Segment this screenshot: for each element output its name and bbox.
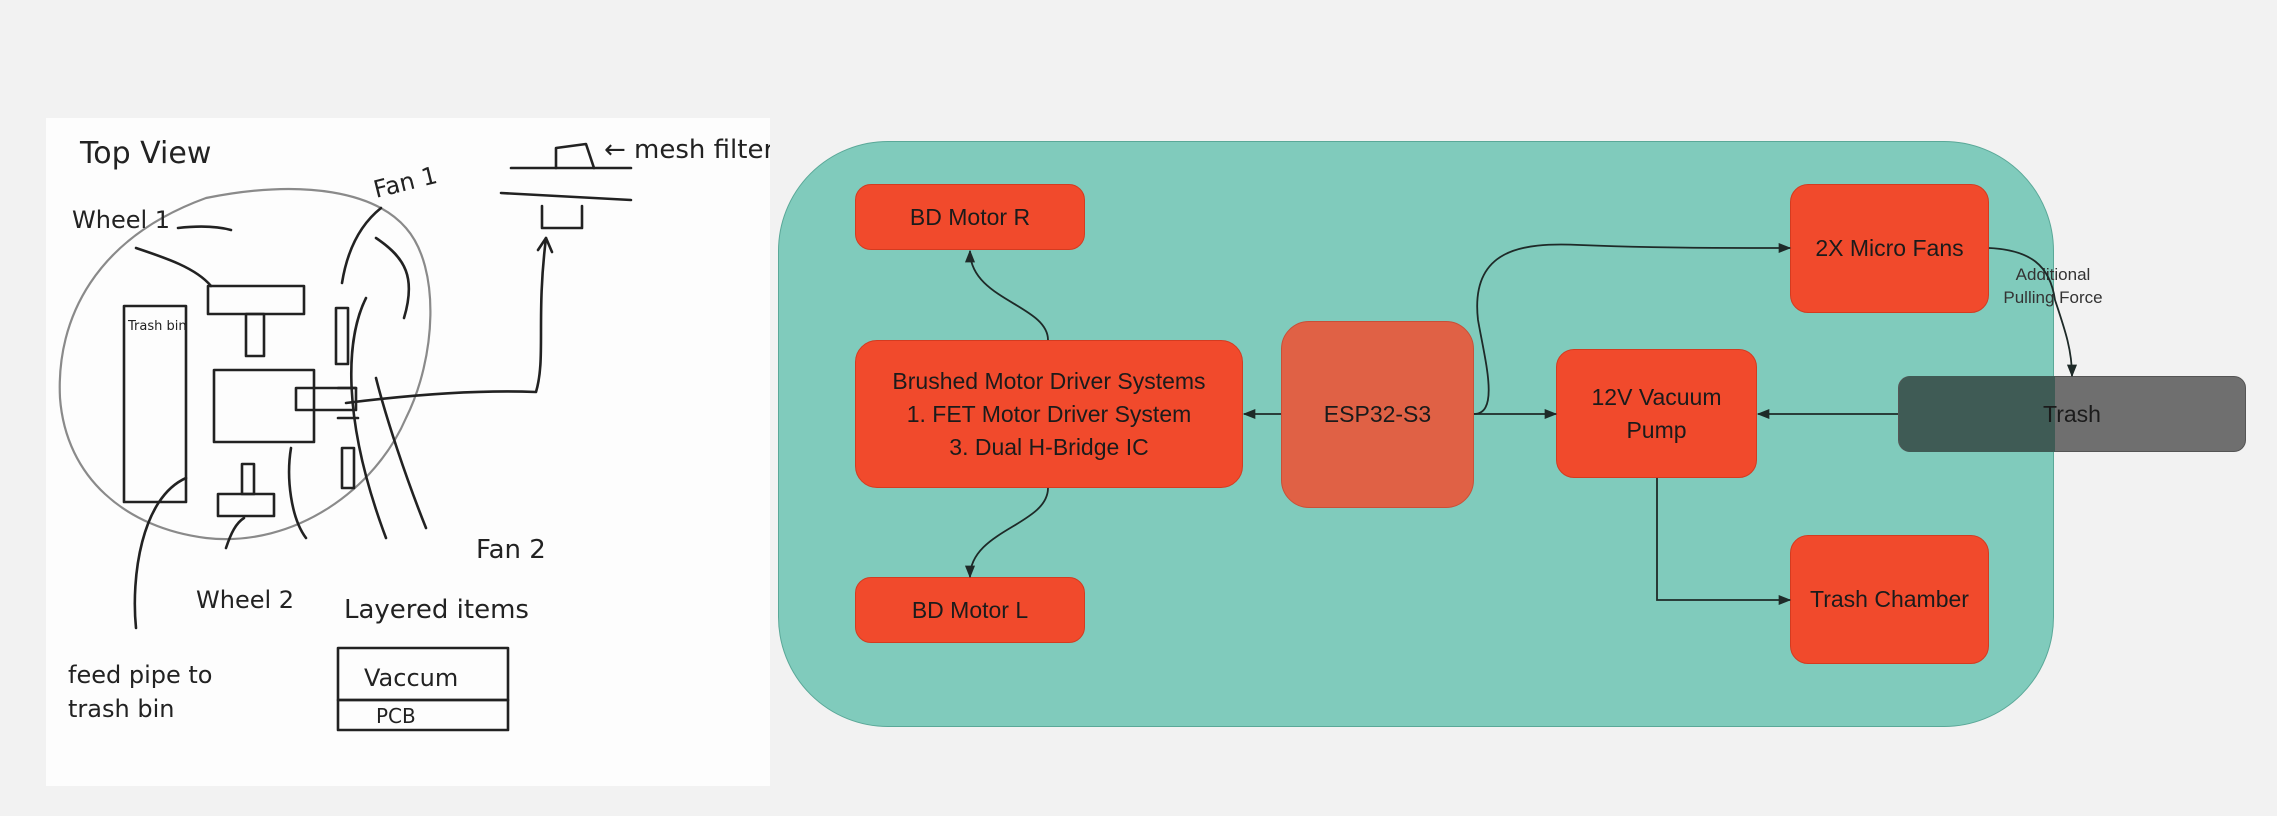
vacuum-pump-node[interactable]: 12V Vacuum Pump	[1556, 349, 1757, 478]
sketch-drawing: Top View Wheel 1 Trash bin Fan 1 ← mesh …	[58, 135, 770, 732]
sketch-feed-pipe-label: feed pipe to trash bin	[68, 661, 220, 723]
pulling-force-label: Additional Pulling Force	[2003, 265, 2103, 307]
sketch-trash-bin-label: Trash bin	[127, 319, 187, 334]
sketch-feed-pipe-line1: feed pipe to	[68, 661, 212, 689]
sketch-title: Top View	[79, 136, 211, 171]
micro-fans-node[interactable]: 2X Micro Fans	[1790, 184, 1989, 313]
sketch-mesh-filter-label: ← mesh filter	[604, 135, 770, 165]
sketch-pcb-label: PCB	[376, 704, 416, 728]
bd-motor-l-node[interactable]: BD Motor L	[855, 577, 1085, 643]
motor-driver-node[interactable]: Brushed Motor Driver Systems 1. FET Moto…	[855, 340, 1243, 488]
sketch-panel: Top View Wheel 1 Trash bin Fan 1 ← mesh …	[46, 118, 770, 786]
esp32-node[interactable]: ESP32-S3	[1281, 321, 1474, 508]
bd-motor-r-node[interactable]: BD Motor R	[855, 184, 1085, 250]
sketch-vaccum-label: Vaccum	[364, 664, 458, 692]
sketch-wheel1-label: Wheel 1	[72, 206, 170, 234]
sketch-wheel2-label: Wheel 2	[196, 586, 294, 614]
trash-node-label: Trash	[2043, 400, 2101, 427]
sketch-fan2-label: Fan 2	[476, 535, 546, 565]
sketch-feed-pipe-line2: trash bin	[68, 695, 174, 723]
trash-node-overlap	[1899, 376, 2055, 452]
trash-chamber-node[interactable]: Trash Chamber	[1790, 535, 1989, 664]
sketch-layered-items-label: Layered items	[344, 595, 529, 625]
